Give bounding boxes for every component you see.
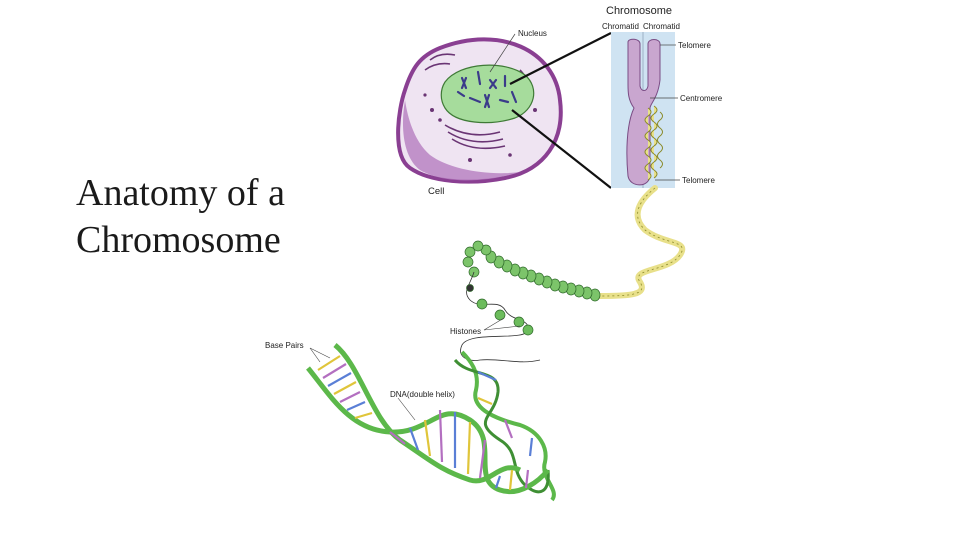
solenoid: [462, 240, 601, 302]
telomere-bottom-label: Telomere: [682, 176, 715, 185]
nucleus: [440, 64, 535, 124]
chromosome-heading: Chromosome: [606, 5, 672, 17]
nucleus-chromosomes: [456, 70, 518, 109]
telomere-top-label: Telomere: [678, 41, 711, 50]
yellow-fiber: [597, 185, 686, 299]
cell-label: Cell: [428, 186, 444, 197]
centromere-label: Centromere: [680, 94, 723, 103]
zoom-lines: [509, 32, 612, 189]
dna-label: DNA(double helix): [390, 390, 455, 399]
base-pairs: [317, 355, 534, 491]
chromosome-panel: Chromosome Chromatid Chromatid Telomere …: [602, 5, 723, 188]
histones-label: Histones: [450, 327, 481, 336]
nucleus-pointer: [489, 33, 516, 73]
title-line-1: Anatomy of a: [76, 172, 285, 214]
chromosome-body: [626, 38, 661, 186]
chromatin-coil: [644, 105, 663, 181]
chromatid-right-label: Chromatid: [643, 22, 680, 31]
chromatin-fiber: Histones: [450, 185, 686, 363]
dna-main-outer: [306, 366, 550, 495]
slide-title: Anatomy of a Chromosome: [76, 170, 376, 264]
title-line-2: Chromosome: [76, 219, 281, 261]
nucleus-label: Nucleus: [518, 29, 547, 38]
histones: [466, 284, 534, 336]
organelles: [424, 53, 530, 150]
chromatid-left-label: Chromatid: [602, 22, 639, 31]
cell-illustration: Cell Nucleus: [396, 29, 563, 197]
base-pairs-label: Base Pairs: [265, 341, 304, 350]
cell-membrane-shade: [402, 100, 520, 181]
dna-double-helix: Base Pairs DNA(double helix): [265, 341, 556, 502]
dna-main-inner: [333, 343, 522, 484]
